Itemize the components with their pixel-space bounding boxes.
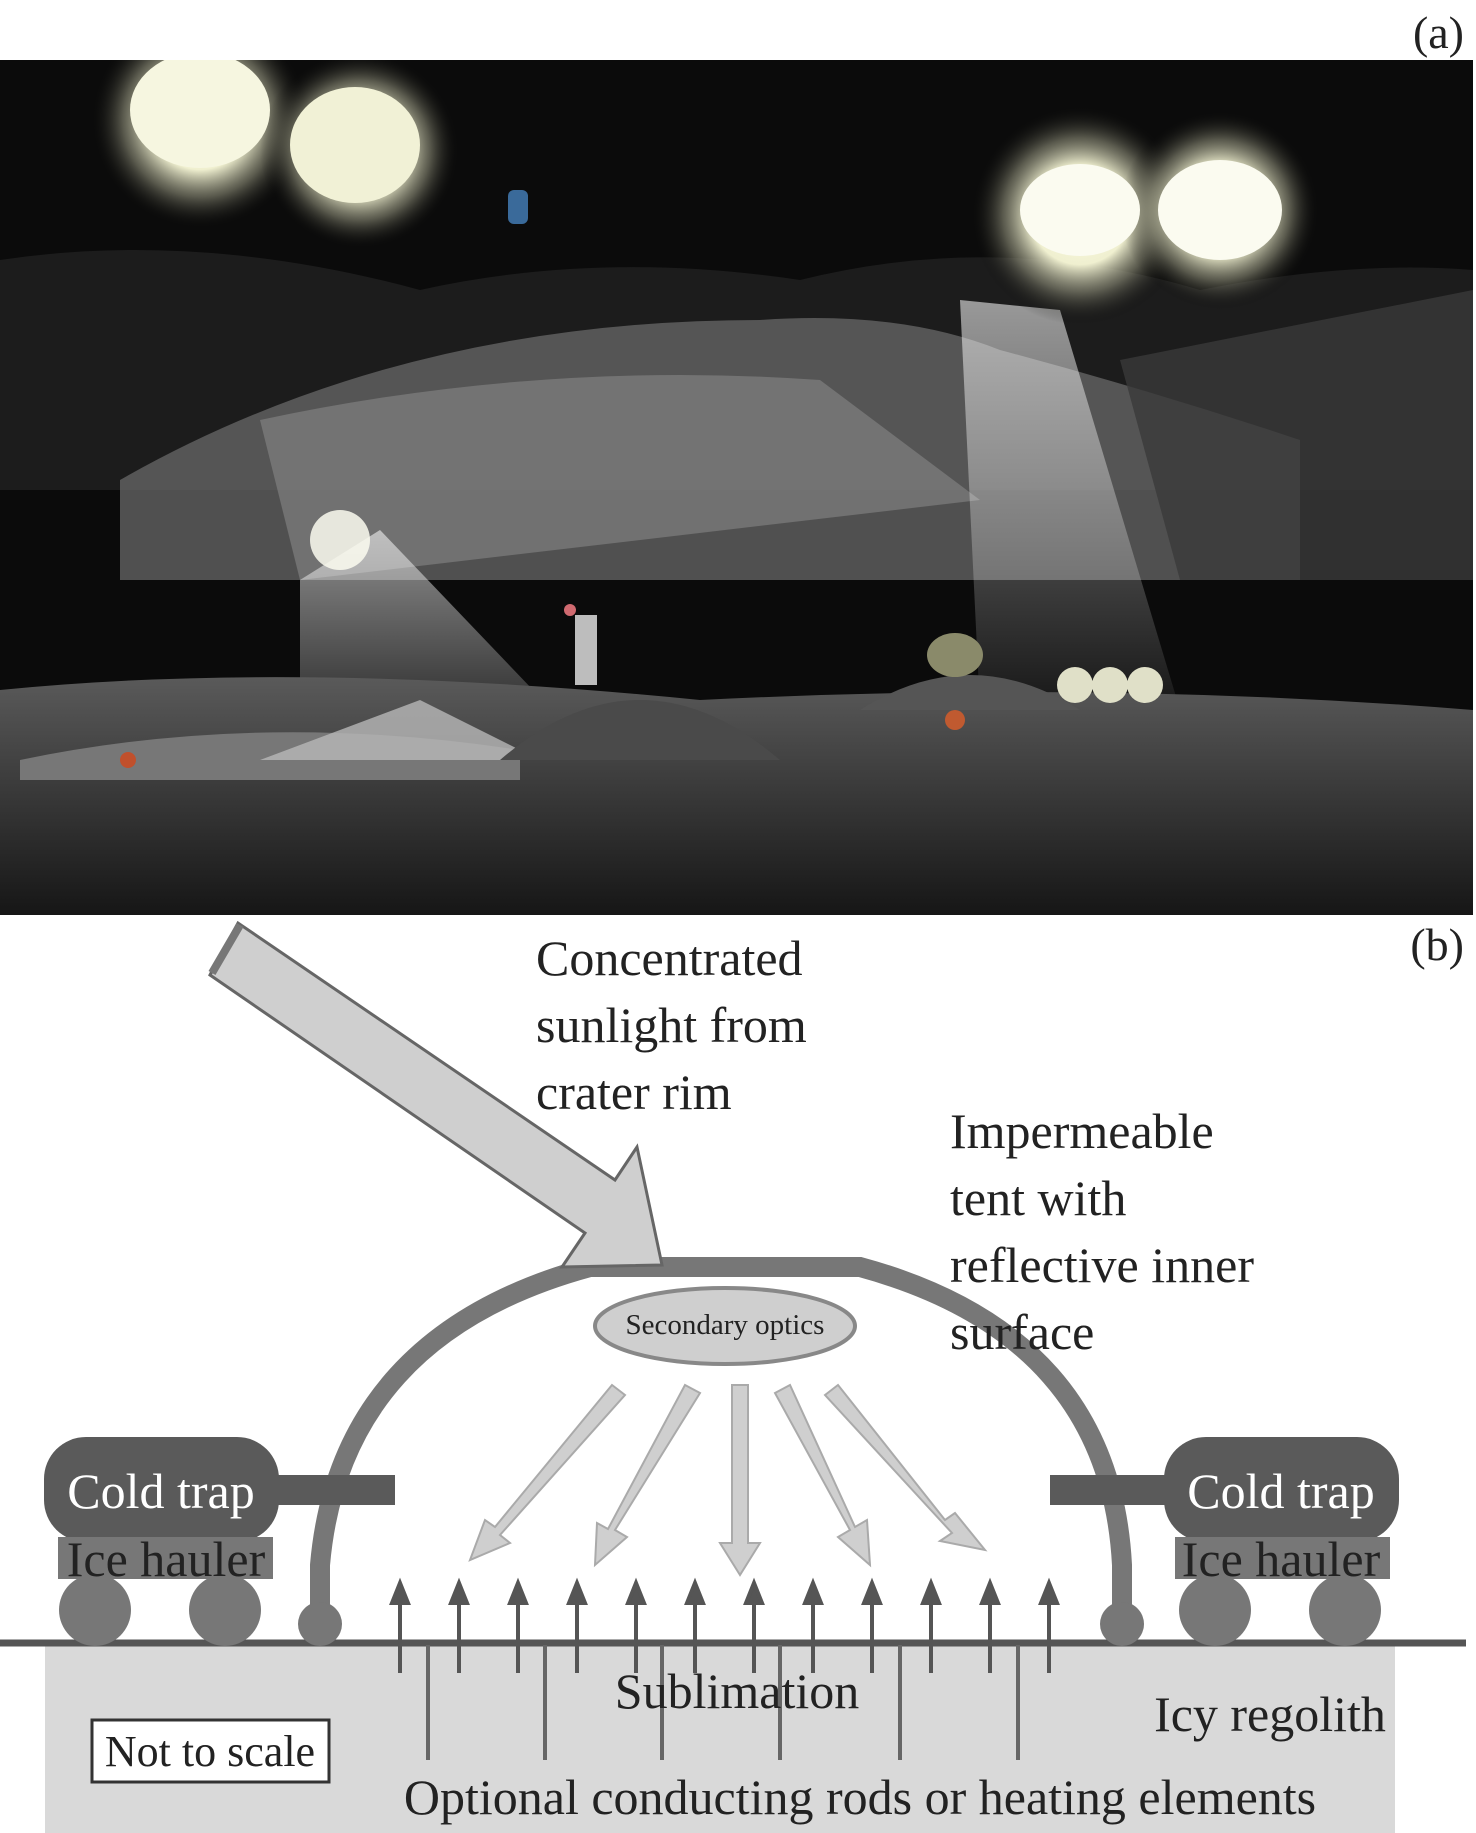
sublimation-arrows	[389, 1577, 1060, 1673]
hauler-wheel-left-2	[189, 1574, 261, 1646]
tent-arch	[310, 1257, 1132, 1620]
label-tent-4: surface	[950, 1304, 1094, 1360]
secondary-optics	[593, 1286, 857, 1366]
hauler-wheel-right-2	[1309, 1574, 1381, 1646]
lunar-crater-illustration	[0, 60, 1473, 915]
panel-label-b: (b)	[1410, 919, 1464, 970]
label-optional-rods: Optional conducting rods or heating elem…	[404, 1769, 1316, 1825]
label-tent-3: reflective inner	[950, 1237, 1254, 1293]
hauler-wheel-left-1	[59, 1574, 131, 1646]
hauler-wheel-right-1	[1179, 1574, 1251, 1646]
sublimation-tent-diagram: Concentrated sunlight from crater rim Im…	[0, 920, 1466, 1833]
not-to-scale-box	[90, 1718, 331, 1784]
reflected-rays	[468, 1383, 988, 1577]
label-concentrated-sunlight-3: crater rim	[536, 1064, 732, 1120]
ice-hauler-right-bed	[1175, 1537, 1390, 1579]
connector-right	[1050, 1475, 1175, 1505]
label-not-to-scale: Not to scale	[105, 1727, 315, 1776]
label-ice-hauler-left: Ice hauler	[67, 1531, 266, 1587]
connector-left	[270, 1475, 395, 1505]
concentrated-sunlight-arrow	[208, 920, 664, 1269]
label-icy-regolith: Icy regolith	[1154, 1686, 1386, 1742]
tent-anchor-right	[1100, 1602, 1144, 1646]
cold-trap-left	[44, 1437, 279, 1542]
label-concentrated-sunlight-1: Concentrated	[536, 930, 803, 986]
label-concentrated-sunlight-2: sunlight from	[536, 997, 807, 1053]
ice-hauler-left-bed	[58, 1537, 273, 1579]
label-cold-trap-right: Cold trap	[1187, 1463, 1374, 1519]
label-secondary-optics: Secondary optics	[626, 1309, 825, 1341]
label-tent-2: tent with	[950, 1170, 1126, 1226]
label-tent-1: Impermeable	[950, 1103, 1214, 1159]
label-sublimation: Sublimation	[615, 1663, 859, 1719]
label-cold-trap-left: Cold trap	[67, 1463, 254, 1519]
label-ice-hauler-right: Ice hauler	[1182, 1531, 1381, 1587]
cold-trap-right	[1164, 1437, 1399, 1542]
tent-anchor-left	[298, 1602, 342, 1646]
conducting-rods	[426, 1645, 1020, 1760]
panel-label-a: (a)	[1412, 7, 1464, 58]
